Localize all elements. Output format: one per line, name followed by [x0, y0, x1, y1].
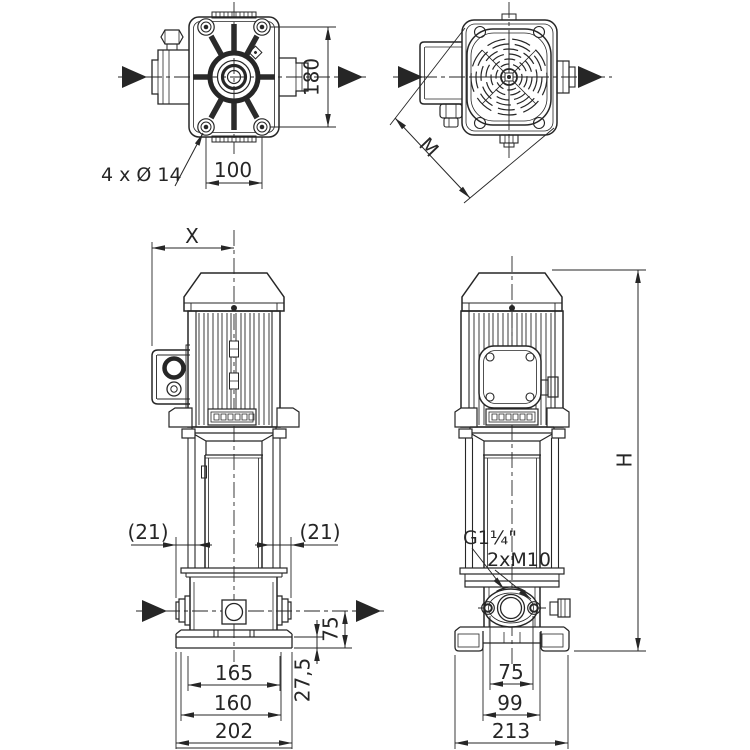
flow-direction-arrow	[338, 66, 363, 88]
flow-direction-arrow	[578, 66, 603, 88]
dim-27-5-label: 27,5	[291, 658, 315, 703]
top-tab	[501, 13, 517, 21]
dim-75-side: 75	[489, 616, 534, 690]
bolt-hole	[197, 118, 215, 136]
pump-body-outline	[188, 16, 280, 138]
cable-gland	[443, 117, 459, 128]
dim-H-label: H	[613, 452, 637, 467]
base	[175, 629, 293, 649]
dim-H: H	[552, 269, 646, 652]
motor-hood	[183, 272, 285, 312]
stage-cylinder	[201, 455, 263, 568]
dim-180-label: 180	[300, 58, 324, 96]
dim-160-label: 160	[214, 691, 252, 715]
pump-ribs	[193, 24, 275, 130]
lifting-point	[231, 305, 237, 311]
flange-bolts-label: 2xM10	[487, 549, 551, 571]
shaft-bore	[226, 69, 242, 85]
bolt-holes	[197, 18, 271, 136]
cable-gland	[166, 381, 182, 397]
side-view: H G1¼" 2xM10 75 99	[454, 256, 646, 749]
dim-21-left: (21)	[127, 520, 212, 598]
motor-body-inner	[465, 23, 554, 132]
screw-icon	[525, 352, 535, 362]
connection-bore	[496, 593, 526, 623]
lifting-point	[509, 305, 515, 311]
bolt-hole	[197, 18, 215, 36]
dim-165-label: 165	[215, 661, 253, 685]
dim-21-right: (21)	[255, 520, 341, 598]
screw-icon	[485, 352, 495, 362]
dim-21-right-label: (21)	[299, 520, 340, 544]
flow-direction-arrow	[356, 600, 381, 622]
sensor-plug	[248, 45, 263, 60]
dim-99-label: 99	[497, 691, 522, 715]
flange-bolt-hole	[527, 601, 541, 615]
screw-icon	[525, 392, 535, 402]
dim-X-label: X	[185, 224, 199, 248]
top-view-pump: 180 100 4 x Ø 14	[101, 2, 368, 189]
front-view: X (21) (21) 75	[127, 224, 384, 749]
cable-gland	[162, 356, 186, 380]
dim-180: 180	[270, 26, 336, 128]
dim-99: 99	[482, 632, 541, 721]
dim-21-left-label: (21)	[127, 520, 168, 544]
label-flange-bolts: 2xM10	[487, 549, 551, 600]
bolt-hole	[253, 118, 271, 136]
dim-202: 202	[175, 652, 293, 749]
terminal-cover	[478, 345, 559, 409]
flow-direction-arrow	[398, 66, 423, 88]
dim-27-5: 27,5	[291, 620, 320, 702]
fan-hub	[500, 68, 518, 86]
mounting-tabs	[211, 11, 257, 143]
connection-label: G1¼"	[463, 527, 517, 549]
fan-shroud	[466, 28, 552, 126]
suction-port	[175, 595, 190, 626]
dim-100-label: 100	[214, 158, 252, 182]
flow-direction-arrow	[142, 600, 167, 622]
dim-202-label: 202	[215, 719, 253, 743]
dim-75-front-label: 75	[319, 616, 343, 641]
stage-cylinder	[483, 455, 541, 568]
lantern	[181, 427, 287, 456]
dim-213: 213	[454, 655, 569, 749]
label-connection: G1¼"	[463, 527, 517, 590]
terminal-box-front	[151, 344, 190, 410]
dim-75-front: 75	[294, 611, 352, 649]
bolt-holes-label: 4 x Ø 14	[101, 164, 182, 186]
dim-100: 100	[205, 137, 263, 189]
tie-rods	[464, 438, 560, 568]
dim-X: X	[151, 224, 234, 346]
discharge-port-assembly	[279, 57, 309, 97]
side-port-stub	[556, 60, 576, 94]
motor-flange	[454, 407, 570, 428]
dim-160: 160	[180, 652, 282, 721]
pump-housing	[180, 567, 288, 630]
dim-75-side-label: 75	[498, 660, 523, 684]
motor-flange	[168, 407, 300, 428]
shaft-ring	[220, 63, 248, 91]
side-stub	[549, 598, 571, 618]
screw-icon	[485, 392, 495, 402]
drain-plug	[221, 599, 247, 625]
bolt-hole	[253, 18, 271, 36]
flange-bolt-hole	[481, 601, 495, 615]
flow-direction-arrow	[122, 66, 147, 88]
terminal-box	[419, 41, 463, 128]
label-bolt-holes: 4 x Ø 14	[101, 132, 204, 187]
discharge-port	[277, 595, 292, 626]
bottom-connector	[499, 134, 519, 148]
gland-fitting	[547, 376, 559, 398]
dim-213-label: 213	[492, 719, 530, 743]
port-flange	[481, 586, 541, 628]
suction-port-assembly	[151, 29, 189, 105]
shaft-ring-outer	[216, 59, 252, 95]
dim-165: 165	[187, 656, 281, 691]
tie-rods	[187, 438, 281, 568]
